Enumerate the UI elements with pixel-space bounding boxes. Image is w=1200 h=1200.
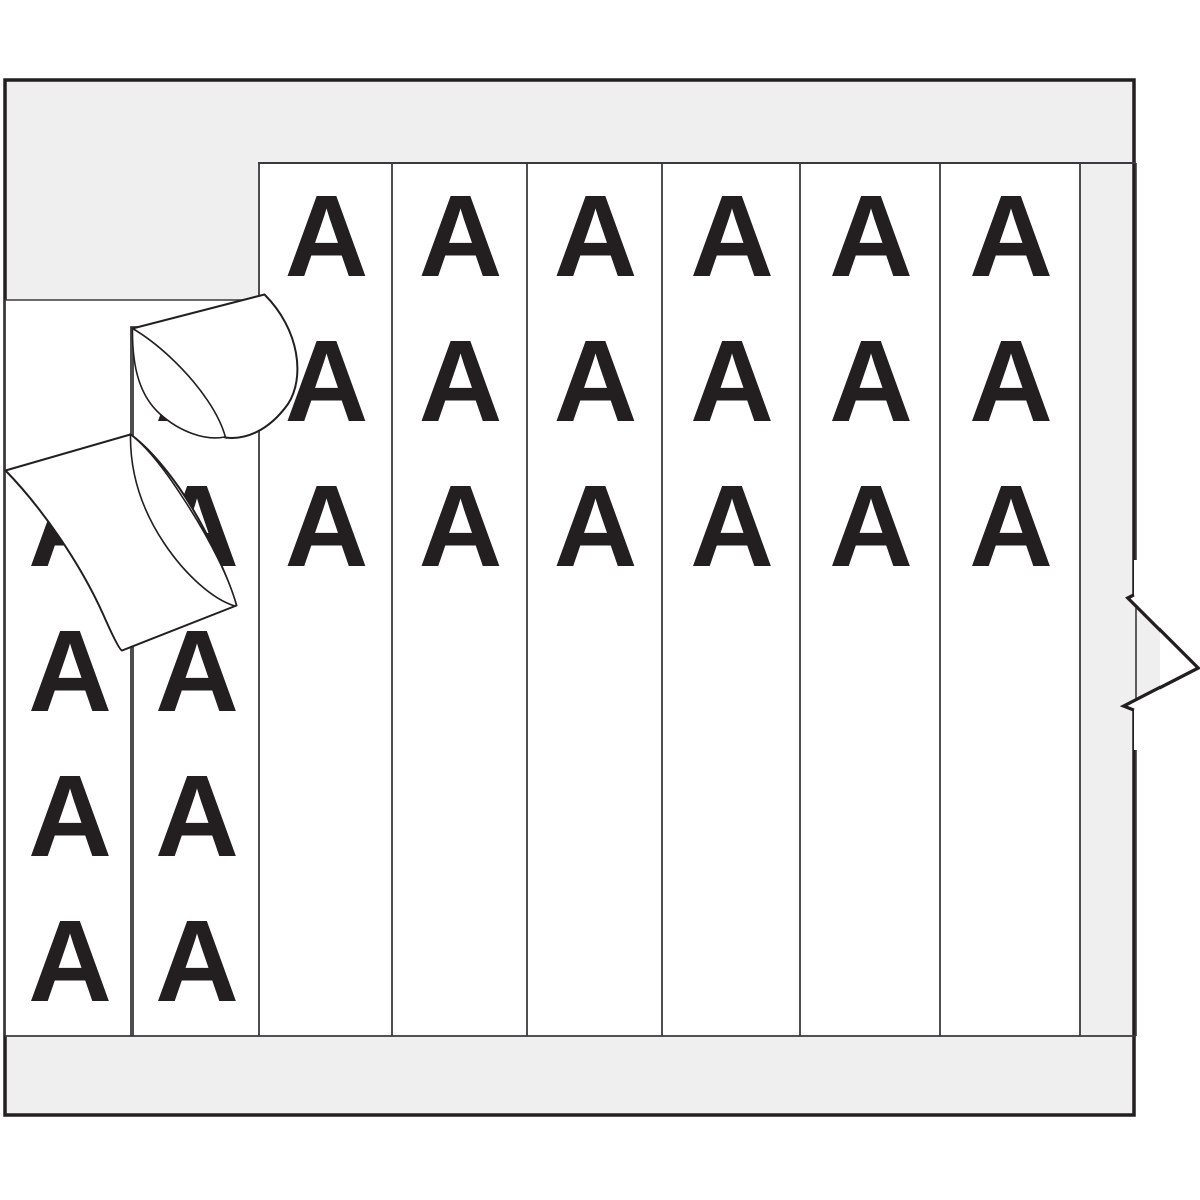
label-letter: A [284,461,369,591]
label-letter: A [690,461,774,591]
label-letter: A [829,316,913,446]
label-letter: A [28,606,112,736]
front-sheet-body [258,163,1080,1036]
column-divider-lines [4,163,1081,1036]
label-letter: A [553,171,638,301]
label-letter: A [969,461,1053,591]
label-letter: A [284,171,369,301]
label-letter: A [418,171,503,301]
label-letter: A [690,316,774,446]
upper-peeling-label-underside [131,327,227,439]
arrow-notch-icon [1124,560,1198,750]
label-letter: A [28,751,112,881]
lower-peeling-label[interactable] [4,433,238,652]
label-letter: A [969,316,1053,446]
label-letter: A [155,896,239,1026]
label-letter: A [418,316,503,446]
label-letter: A [418,461,503,591]
lower-peeling-label-underside [129,432,238,607]
label-letter: A [28,896,112,1026]
label-letter: A [284,316,369,446]
label-letter: A [690,171,774,301]
label-letter: A [969,171,1053,301]
label-letter: A [553,461,638,591]
label-letter: A [829,461,913,591]
arrow-notch-outline [1120,593,1200,712]
label-letter: A [553,316,638,446]
label-letter: A [155,751,239,881]
label-letter: A [829,171,913,301]
